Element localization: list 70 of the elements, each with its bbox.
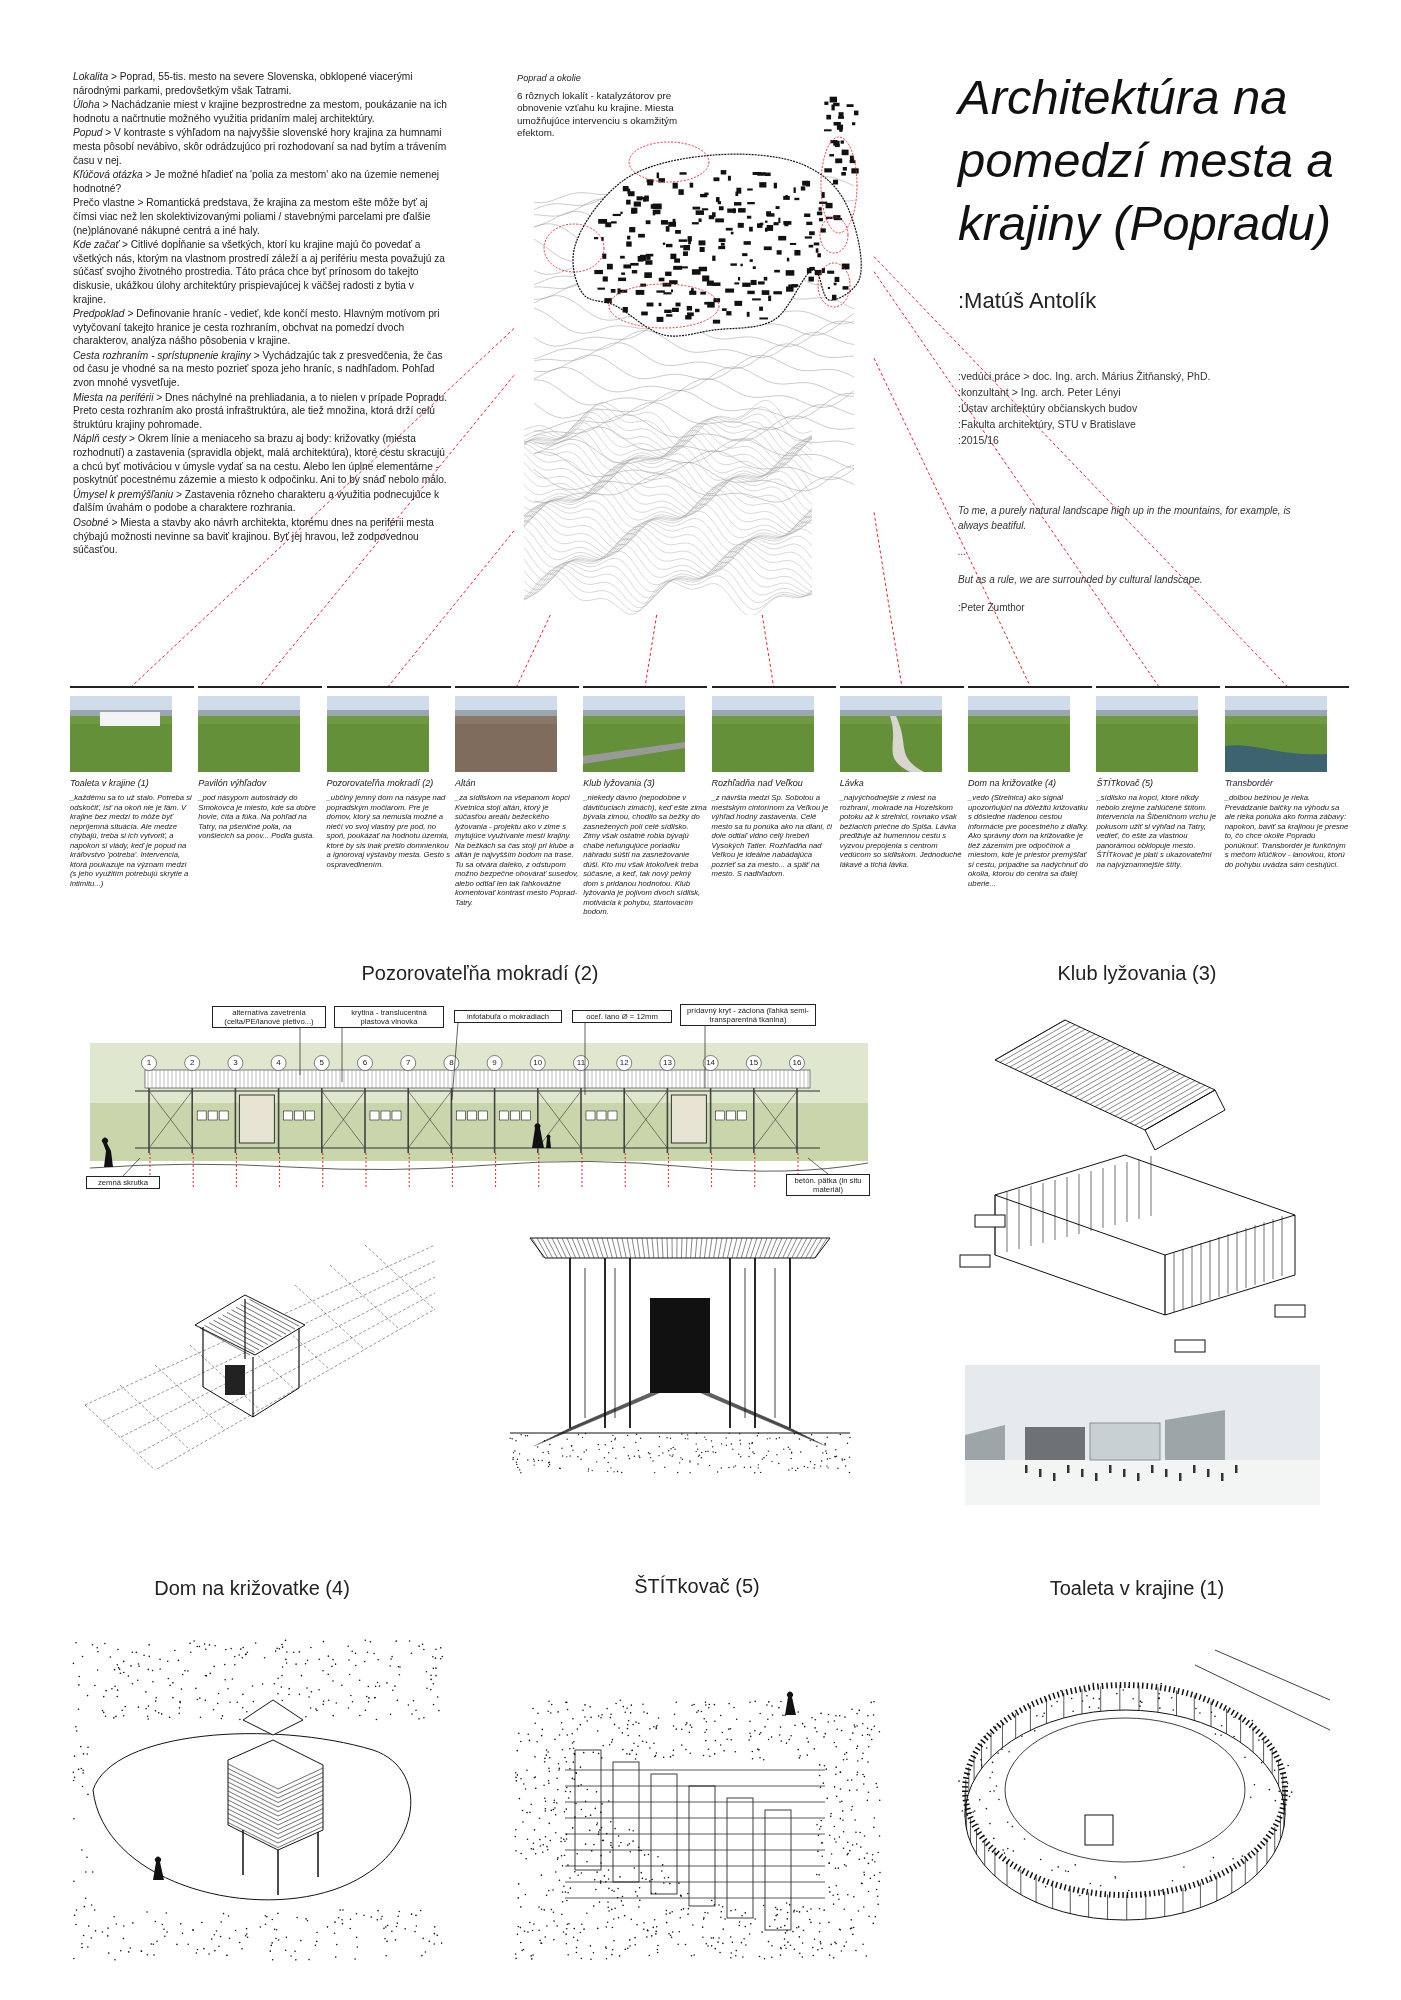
dashed-connector (873, 271, 1159, 687)
section-title: Toaleta v krajine (1) (1048, 1577, 1226, 1600)
column-number: 9 (491, 1058, 498, 1068)
paragraph: Kde začať > Citlivé dopĺňanie sa všetkých, ktorí ku krajine majú čo povedať a všetkých nás, ktorým na vlastnom prostredí záleží a aj perifériu mesta považujú za súčasť svojho životného prostredia. Táto práca chce byť prínosom do takejto diskusie, ukážkou úlohy architektúry prispievajúcej k väčšej radosti z bytia v krajine. (73, 238, 446, 307)
leader-line (807, 1157, 829, 1175)
paragraph: Náplň cesty > Okrem línie a meniaceho sa brazu aj body: križovatky (miesta rozhodnutí) a zastavenia (spravidla objekt, malá architektúra), ktoré cestu skracujú a chcú byť motiváciou v úmysle vydať sa na cestu. Alebo len úplne elementárne - poskytnúť pocestnému zázemie a miesto k odpočinku. Ani to by snáď nebolo málo. (73, 432, 448, 487)
leader-line (584, 1022, 586, 1096)
column-number: 6 (361, 1058, 369, 1068)
paragraph: Úloha > Nachádzanie miest v krajine bezprostredne za mestom, poukázanie na ich hodnotu a načrtnutie možného využitia pridaním malej architektúry. (73, 98, 449, 126)
quote-text: ... (958, 545, 968, 559)
credit-line: :vedúci práce > doc. Ing. arch. Márius Žitňanský, PhD. (958, 370, 1211, 382)
column-number: 5 (318, 1058, 325, 1068)
leader-line (341, 1027, 343, 1083)
credit-line: :konzultant > Ing. arch. Peter Lényi (958, 386, 1121, 398)
column-number: 15 (748, 1058, 760, 1068)
column-number: 16 (791, 1058, 803, 1068)
card-title: Pozorovateľňa mokradí (2) (326, 778, 435, 788)
column-number: 3 (232, 1058, 239, 1068)
dashed-connector (873, 511, 903, 687)
column-number: 7 (404, 1058, 412, 1068)
quote-text: To me, a purely natural landscape high up in the mountains, for example, is always beatiful. (958, 504, 1292, 533)
author-name: :Matúš Antolík (958, 288, 1097, 314)
paragraph: Popud > V kontraste s výhľadom na najvyššie slovenské hory krajina za humnami mesta pôsobí nevábivo, skôr odrádzujúco pri rozhodovaní sa nad bytím a trávením času v nej. (73, 126, 448, 168)
card-title: Lávka (839, 778, 865, 788)
paragraph: Osobné > Miesta a stavby ako návrh architekta, ktorému dnes na periférii mesta chýbajú možnosti nevinne sa baviť krajinou. Byť jej hravou, lež zodpovednou súčasťou. (73, 516, 435, 557)
quote-text: But as a rule, we are surrounded by cultural landscape. (958, 573, 1204, 587)
leader-line (704, 1025, 706, 1089)
dashed-connector (873, 256, 1288, 687)
paragraph: Kľúčová otázka > Je možné hľadieť na 'polia za mestom' ako na územie nemenej hodnotné? (73, 168, 441, 196)
card-title: Toaleta v krajine (1) (70, 778, 150, 788)
quote-author: :Peter Zumthor (958, 601, 1026, 615)
section-title: Klub lyžovania (3) (1056, 962, 1218, 985)
dashed-connector (259, 374, 515, 687)
column-number: 11 (575, 1058, 587, 1068)
credit-line: :Ústav architektúry občianskych budov (958, 402, 1138, 414)
paragraph: Úmysel k premýšľaniu > Zastavenia rôzneho charakteru a využitia podnecujúce k ďalším úvahám o podobe a charaktere rozhrania. (73, 487, 441, 515)
leader-line (122, 1157, 141, 1177)
dashed-connector (516, 614, 551, 687)
dashed-connector (388, 530, 515, 687)
card-title: Rozhľadňa nad Veľkou (711, 778, 804, 788)
paragraph: Cesta rozhraním - sprístupnenie krajiny > Vychádzajúc tak z presvedčenia, že čas od času je vhodné sa na mesto pozrieť spoza jeho hraníc, s nadhľadom. Pohľad zvon mnohé vysvetľuje. (73, 348, 444, 390)
section-title: Pozorovateľňa mokradí (2) (360, 962, 600, 985)
paragraph: Predpoklad > Definovanie hraníc - vedieť, kde končí mesto. Hlavným motívom pri vytyčovaní takejto hranice je cesta rozhraním, obchvat na pomedzí dvoch charakterov, analýza nášho pôsobenia v krajine. (73, 307, 441, 348)
paragraph: Prečo vlastne > Romantická predstava, že krajina za mestom ešte môže byť aj čímsi viac než len skolektivizovanými poliami / stavebnými parcelami pre ďalšie (ne)plánované nákupné centrá a iné haly. (73, 196, 432, 238)
credit-line: :Fakulta architektúry, STU v Bratislave (958, 418, 1136, 430)
column-number: 10 (532, 1058, 544, 1068)
card-title: Pavilón výhľadov (198, 778, 268, 788)
poster-title: Architektúra na pomedzí mesta a krajiny (Popradu) (958, 69, 1335, 252)
credit-line: :2015/16 (958, 434, 999, 446)
paragraph: Miesta na periférii > Dnes náchylné na prehliadania, a to nielen v prípade Popradu. Preto cesta rozhraním ako prostá infraštruktúra, ale tiež množina, ktorá drží celú štruktúru krajiny pohromade. (73, 390, 449, 432)
card-title: Klub lyžovania (3) (583, 778, 656, 788)
paragraph: Lokalita > Poprad, 55-tis. mesto na severe Slovenska, obklopené viacerými národnými parkami, predovšetkým však Tatrami. (73, 70, 414, 98)
card-title: Transbordér (1224, 778, 1275, 788)
column-number: 1 (145, 1058, 153, 1068)
map-heading: Poprad a okolie (517, 72, 582, 85)
dashed-connector (873, 357, 1031, 687)
dashed-connector (131, 327, 515, 687)
column-number: 14 (705, 1058, 717, 1068)
column-number: 12 (618, 1058, 630, 1068)
section-title: ŠTÍTkovač (5) (633, 1575, 761, 1598)
column-number: 4 (275, 1058, 282, 1068)
leader-line (299, 1027, 301, 1076)
column-number: 13 (661, 1058, 673, 1068)
leader-line (451, 1022, 459, 1101)
column-number: 8 (448, 1058, 455, 1068)
card-title: Altán (454, 778, 477, 788)
card-title: Dom na križovatke (4) (968, 778, 1058, 788)
section-title: Dom na križovatke (4) (153, 1577, 351, 1600)
column-number: 2 (188, 1058, 196, 1068)
card-title: ŠTÍTkovač (5) (1096, 778, 1154, 788)
